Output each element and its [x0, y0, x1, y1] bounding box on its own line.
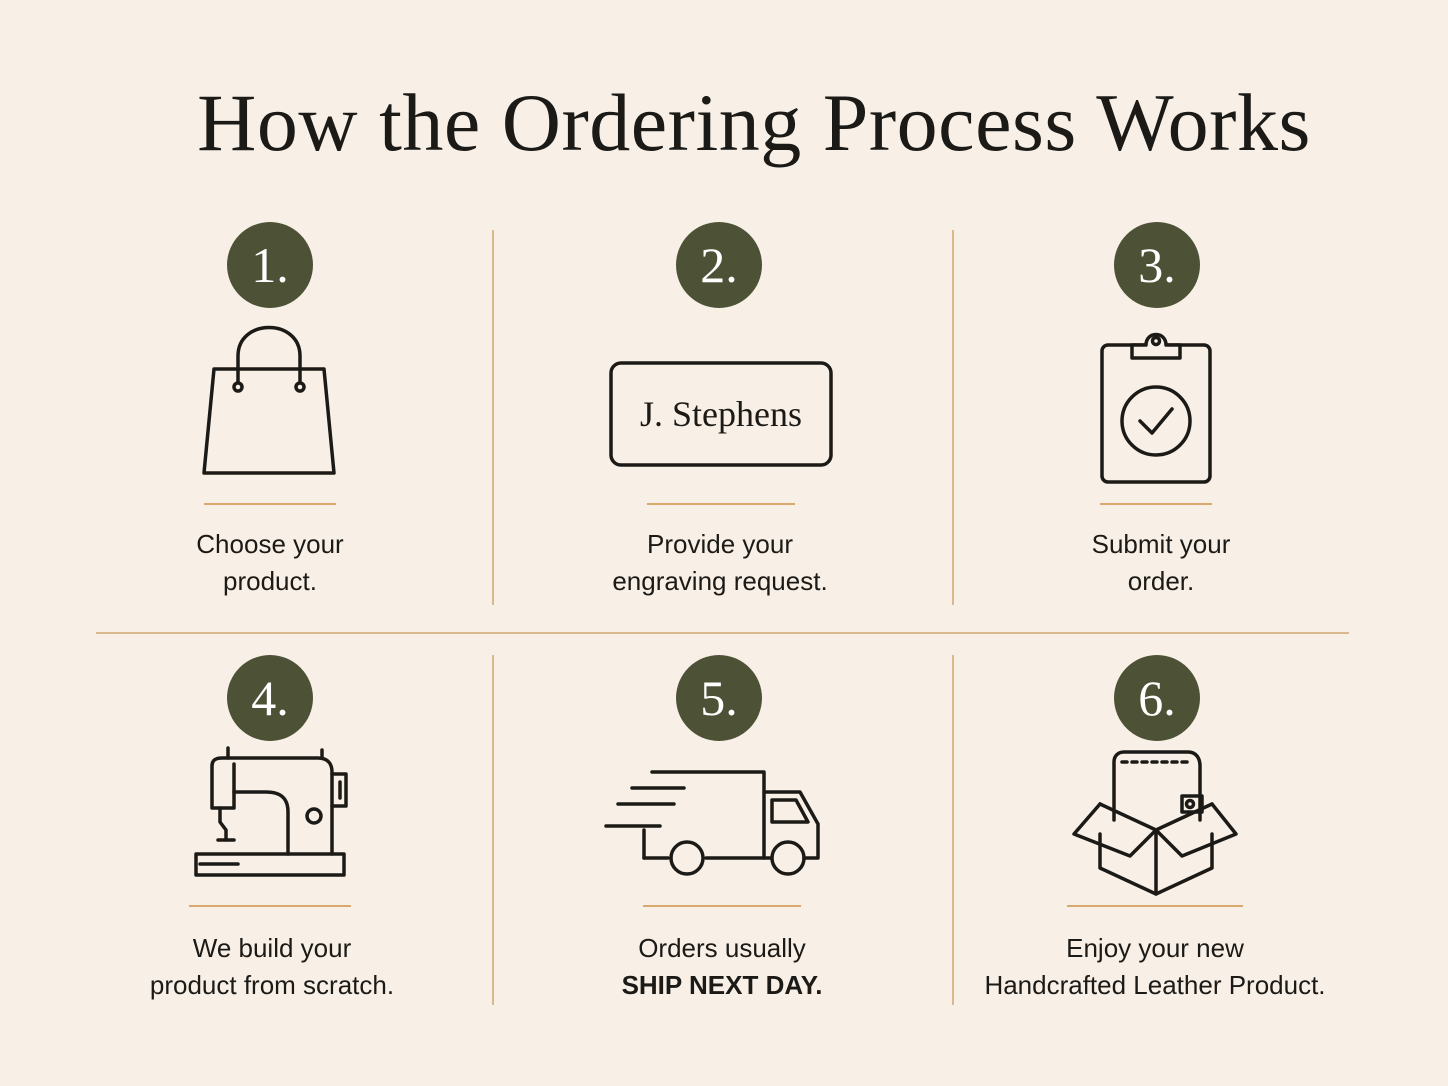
wallet-in-box-icon — [1072, 750, 1238, 896]
step-caption: Enjoy your new Handcrafted Leather Produ… — [975, 930, 1335, 1004]
engraving-text: J. Stephens — [640, 394, 802, 434]
shopping-bag-icon — [200, 324, 340, 478]
step-caption-line: Submit your — [1091, 529, 1231, 559]
clipboard-check-icon — [1100, 325, 1212, 485]
step-caption-line: Handcrafted Leather Product. — [984, 970, 1326, 1000]
step-caption-line: product. — [223, 566, 317, 596]
step-number-badge: 4. — [227, 655, 313, 741]
step-caption-line: order. — [1127, 566, 1195, 596]
step-number-badge: 2. — [676, 222, 762, 308]
row-divider — [96, 632, 1349, 634]
step-underline — [1100, 503, 1212, 505]
column-divider — [492, 655, 494, 1005]
step-caption: We build your product from scratch. — [92, 930, 452, 1004]
step-caption-line: Provide your — [647, 529, 793, 559]
sewing-machine-icon — [194, 746, 354, 878]
step-underline — [204, 503, 336, 505]
delivery-truck-icon — [604, 770, 824, 878]
step-caption: Choose your product. — [90, 526, 450, 600]
column-divider — [492, 230, 494, 605]
page-title: How the Ordering Process Works — [197, 77, 1311, 168]
step-caption: Provide your engraving request. — [540, 526, 900, 600]
step-number-badge: 6. — [1114, 655, 1200, 741]
step-underline — [647, 503, 795, 505]
step-underline — [189, 905, 351, 907]
step-caption-line: Choose your — [196, 529, 344, 559]
step-caption-line: product from scratch. — [149, 970, 395, 1000]
step-caption-line: Orders usually — [638, 933, 806, 963]
engraving-nameplate-icon: J. Stephens — [609, 361, 833, 467]
step-number-badge: 1. — [227, 222, 313, 308]
column-divider — [952, 230, 954, 605]
step-caption-line: We build your — [192, 933, 352, 963]
step-caption-line: engraving request. — [612, 566, 828, 596]
step-caption-line: Enjoy your new — [1066, 933, 1244, 963]
step-caption: Orders usually SHIP NEXT DAY. — [542, 930, 902, 1004]
step-number-badge: 5. — [676, 655, 762, 741]
step-caption: Submit your order. — [981, 526, 1341, 600]
step-underline — [643, 905, 801, 907]
ship-next-day-emphasis: SHIP NEXT DAY. — [621, 970, 823, 1000]
column-divider — [952, 655, 954, 1005]
step-underline — [1067, 905, 1243, 907]
step-number-badge: 3. — [1114, 222, 1200, 308]
